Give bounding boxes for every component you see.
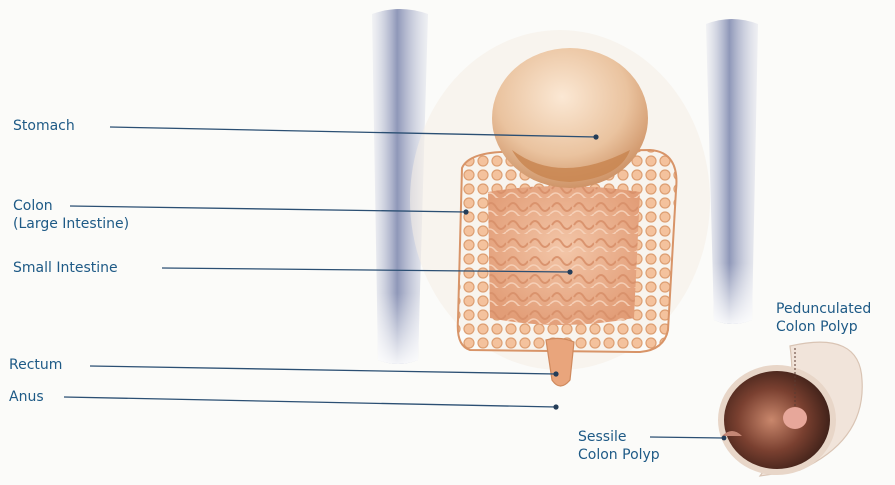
rectum-label: Rectum	[9, 356, 62, 374]
right-arm-shadow	[706, 19, 758, 324]
colon-label-line1: Colon	[13, 197, 129, 215]
stomach-illustration	[492, 48, 648, 188]
anus-label: Anus	[9, 388, 44, 406]
stomach-label: Stomach	[13, 117, 75, 135]
rectum-illustration	[546, 338, 574, 386]
small-intestine-illustration	[488, 186, 640, 325]
small-intestine-label: Small Intestine	[13, 259, 118, 277]
anus-leader-dot	[553, 404, 558, 409]
small-intestine-label-text: Small Intestine	[13, 259, 118, 277]
sessile-label-line1: Sessile	[578, 428, 660, 446]
pedunculated-label-line2: Colon Polyp	[776, 318, 871, 336]
rectum-leader-line	[90, 366, 556, 374]
colon-leader-dot	[463, 209, 468, 214]
small-intestine-leader-dot	[567, 269, 572, 274]
sessile-polyp-leader-line	[650, 437, 724, 438]
sessile-label-line2: Colon Polyp	[578, 446, 660, 464]
stomach-label-text: Stomach	[13, 117, 75, 135]
pedunculated-polyp-label: Pedunculated Colon Polyp	[776, 300, 871, 336]
rectum-label-text: Rectum	[9, 356, 62, 374]
anus-label-text: Anus	[9, 388, 44, 406]
rectum-leader-dot	[553, 371, 558, 376]
colon-label-line2: (Large Intestine)	[13, 215, 129, 233]
sessile-polyp-leader-dot	[722, 436, 727, 441]
colon-polyp-cross-section	[721, 342, 862, 476]
anus-leader-line	[64, 397, 556, 407]
colon-label: Colon (Large Intestine)	[13, 197, 129, 233]
sessile-polyp-label: Sessile Colon Polyp	[578, 428, 660, 464]
pedunculated-polyp-shape	[783, 407, 807, 429]
stomach-leader-dot	[593, 134, 598, 139]
pedunculated-label-line1: Pedunculated	[776, 300, 871, 318]
